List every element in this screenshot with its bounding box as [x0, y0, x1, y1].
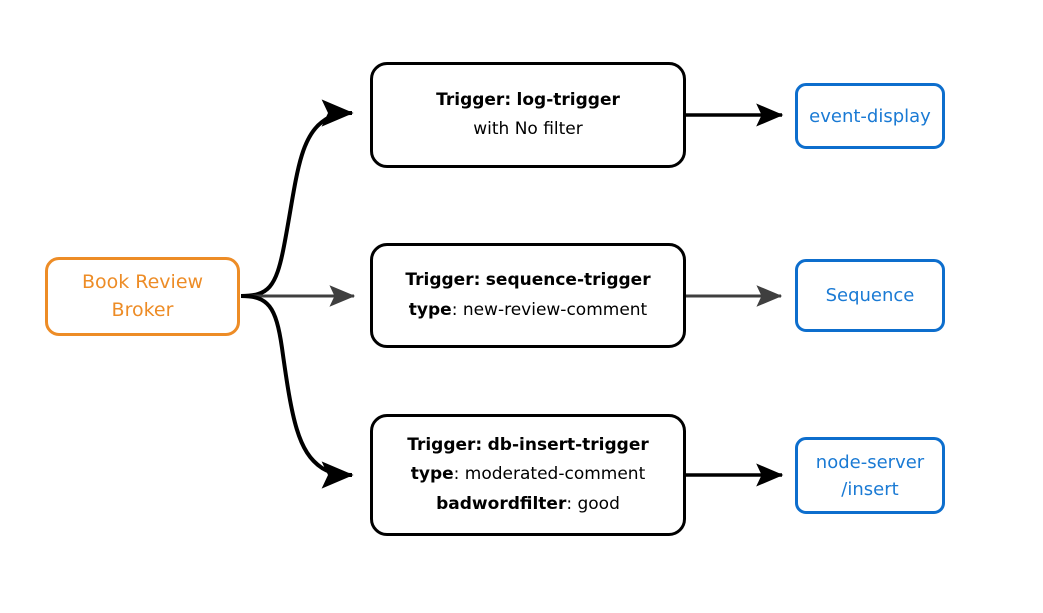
log-trigger-title-label: Trigger:	[436, 89, 512, 110]
node-book-review-broker[interactable]: Book Review Broker	[45, 257, 240, 336]
log-trigger-title-value: log-trigger	[516, 89, 620, 110]
node-server-label-line1: node-server	[815, 451, 925, 473]
node-server-label-line2: /insert	[841, 478, 899, 500]
db-insert-trigger-title-label: Trigger:	[407, 435, 483, 456]
edge-broker-to-log-trigger	[240, 99, 354, 298]
node-node-server-insert[interactable]: node-server /insert	[795, 437, 945, 514]
sequence-trigger-title-label: Trigger:	[405, 270, 481, 291]
db-insert-trigger-title: Trigger: db-insert-trigger	[407, 431, 649, 460]
db-insert-trigger-attr-type-key: type	[410, 464, 454, 485]
node-log-trigger[interactable]: Trigger: log-trigger with No filter	[370, 62, 686, 168]
db-insert-trigger-attr-badwordfilter-value: : good	[566, 493, 620, 514]
sequence-label: Sequence	[825, 285, 915, 306]
broker-label-line2: Broker	[111, 298, 174, 321]
sequence-trigger-title-value: sequence-trigger	[485, 270, 651, 291]
node-sequence-trigger[interactable]: Trigger: sequence-trigger type: new-revi…	[370, 243, 686, 348]
db-insert-trigger-attr-type: type: moderated-comment	[411, 460, 646, 489]
db-insert-trigger-attr-badwordfilter: badwordfilter: good	[436, 490, 620, 519]
sequence-trigger-attr-key: type	[408, 299, 452, 320]
node-event-display[interactable]: event-display	[795, 83, 945, 149]
sequence-trigger-title: Trigger: sequence-trigger	[405, 266, 650, 295]
node-db-insert-trigger[interactable]: Trigger: db-insert-trigger type: moderat…	[370, 414, 686, 536]
db-insert-trigger-attr-badwordfilter-key: badwordfilter	[436, 493, 567, 514]
edge-broker-to-db-insert-trigger	[240, 294, 354, 489]
log-trigger-title: Trigger: log-trigger	[436, 86, 620, 115]
sequence-trigger-attr-value: : new-review-comment	[451, 299, 648, 320]
db-insert-trigger-title-value: db-insert-trigger	[487, 435, 649, 456]
log-trigger-detail: with No filter	[473, 119, 583, 139]
sequence-trigger-attr: type: new-review-comment	[409, 296, 647, 325]
db-insert-trigger-attr-type-value: : moderated-comment	[453, 464, 646, 485]
broker-label-line1: Book Review	[81, 270, 204, 293]
node-sequence[interactable]: Sequence	[795, 259, 945, 332]
event-display-label: event-display	[809, 105, 931, 127]
